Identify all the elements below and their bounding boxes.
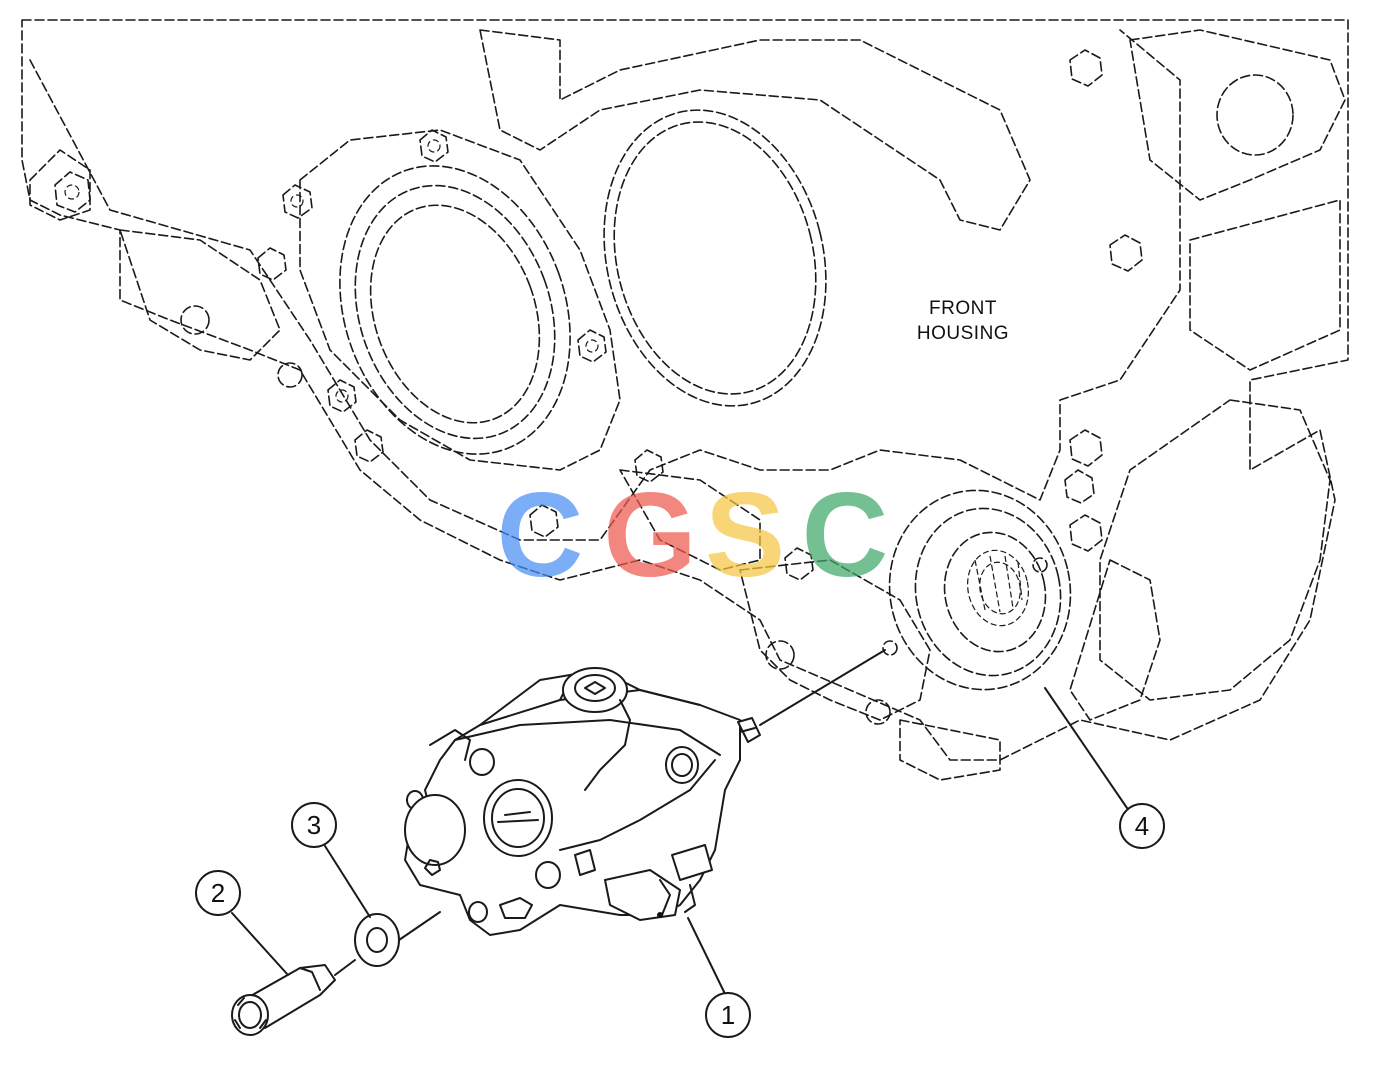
watermark-letter: C xyxy=(497,468,584,602)
drive-mounting-face xyxy=(882,489,1072,691)
watermark-logo: C G S C xyxy=(497,468,889,602)
front-housing-label: FRONT HOUSING xyxy=(917,298,1009,344)
callout-3: 3 xyxy=(291,802,371,918)
housing-label-line1: FRONT xyxy=(929,298,997,319)
callout-1-label: 1 xyxy=(721,1000,735,1030)
washer xyxy=(354,911,441,967)
callout-4-label: 4 xyxy=(1135,811,1149,841)
pump-assembly xyxy=(404,667,761,936)
callout-3-label: 3 xyxy=(307,810,321,840)
callout-1: 1 xyxy=(687,917,751,1038)
callout-2: 2 xyxy=(195,870,289,976)
callout-2-label: 2 xyxy=(211,878,225,908)
callout-4: 4 xyxy=(1044,687,1165,849)
bolt xyxy=(231,959,356,1036)
alignment-line-pump xyxy=(759,649,886,726)
watermark-letter: S xyxy=(705,468,785,602)
housing-label-line2: HOUSING xyxy=(917,323,1009,344)
front-housing xyxy=(21,19,1349,781)
watermark-letter: C xyxy=(802,468,889,602)
watermark-letter: G xyxy=(603,468,696,602)
